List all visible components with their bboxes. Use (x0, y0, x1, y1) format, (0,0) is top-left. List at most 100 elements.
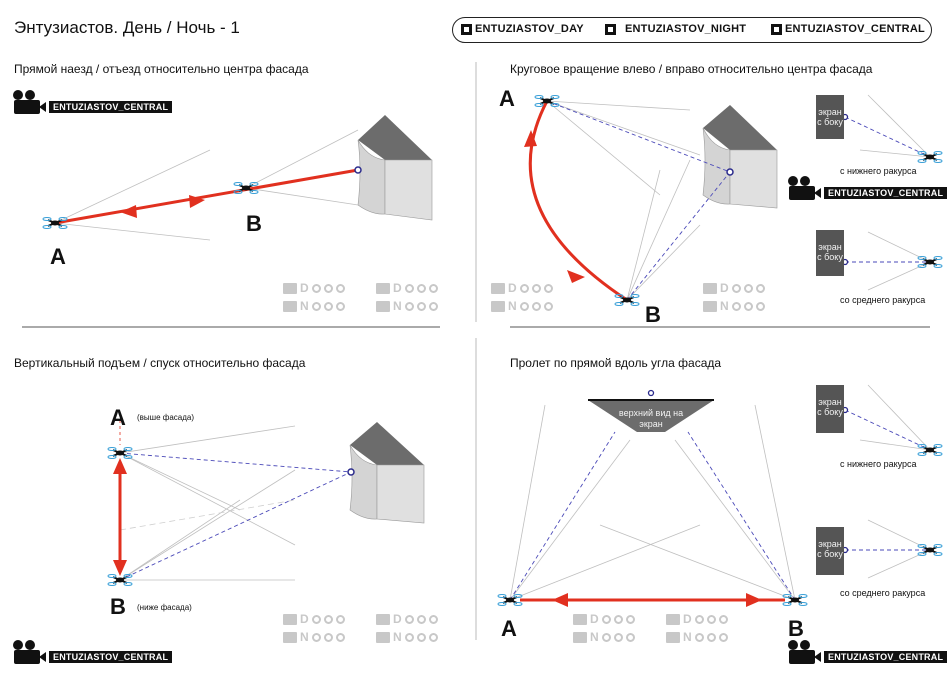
photo-camera-icon (376, 613, 390, 625)
legend-item-night[interactable]: ENTUZIASTOV_NIGHT (605, 23, 746, 35)
side-screen: экран с боку (816, 95, 844, 139)
circle-icon[interactable] (718, 632, 728, 642)
legend-item-day[interactable]: ENTUZIASTOV_DAY (461, 23, 584, 35)
page-title: Энтузиастов. День / Ночь - 1 (14, 18, 240, 37)
status-group: D N (666, 612, 728, 644)
circle-icon[interactable] (311, 614, 321, 624)
circle-icon[interactable] (718, 614, 728, 624)
legend-bar: ENTUZIASTOV_DAY ENTUZIASTOV_NIGHT ENTUZI… (452, 17, 932, 43)
camera-badge[interactable]: ENTUZIASTOV_CENTRAL (788, 640, 948, 664)
status-group: D N (703, 281, 765, 313)
circle-icon[interactable] (543, 301, 553, 311)
legend-label: ENTUZIASTOV_DAY (475, 23, 584, 35)
drone-icon (782, 593, 808, 607)
circle-icon[interactable] (625, 614, 635, 624)
status-row-day[interactable]: D (283, 281, 345, 295)
legend-item-central[interactable]: ENTUZIASTOV_CENTRAL (771, 23, 925, 35)
circle-icon[interactable] (404, 283, 414, 293)
circle-icon[interactable] (743, 283, 753, 293)
status-row-night[interactable]: N (491, 299, 553, 313)
circle-icon[interactable] (706, 632, 716, 642)
arrowhead-down-2 (567, 270, 585, 283)
arrowhead-left-4 (552, 593, 568, 607)
photo-camera-icon (376, 282, 390, 294)
circle-icon[interactable] (731, 283, 741, 293)
circle-icon[interactable] (416, 614, 426, 624)
circle-icon[interactable] (625, 632, 635, 642)
status-row-day[interactable]: D (703, 281, 765, 295)
circle-icon[interactable] (416, 301, 426, 311)
status-row-day[interactable]: D (666, 612, 728, 626)
photo-camera-icon (376, 631, 390, 643)
camera-label: ENTUZIASTOV_CENTRAL (824, 187, 948, 199)
circle-icon[interactable] (613, 614, 623, 624)
circle-icon[interactable] (543, 283, 553, 293)
move-path-1 (54, 168, 359, 225)
circle-icon[interactable] (416, 283, 426, 293)
circle-icon[interactable] (311, 283, 321, 293)
circle-icon[interactable] (311, 301, 321, 311)
circle-icon[interactable] (519, 283, 529, 293)
point-a-label: A (50, 244, 66, 269)
legend-label: ENTUZIASTOV_NIGHT (625, 23, 747, 35)
circle-icon[interactable] (428, 283, 438, 293)
circle-icon[interactable] (335, 632, 345, 642)
point-b-label: B (788, 616, 804, 641)
circle-icon[interactable] (311, 632, 321, 642)
note-above-facade: (выше фасада) (137, 413, 195, 422)
circle-icon[interactable] (428, 301, 438, 311)
arrowhead-left-1 (120, 205, 137, 218)
circle-icon[interactable] (743, 301, 753, 311)
status-row-night[interactable]: N (376, 299, 438, 313)
circle-icon[interactable] (706, 614, 716, 624)
circle-icon[interactable] (613, 632, 623, 642)
circle-icon[interactable] (428, 614, 438, 624)
circle-icon[interactable] (404, 301, 414, 311)
point-a-label: A (501, 616, 517, 641)
circle-icon[interactable] (531, 283, 541, 293)
arrowhead-right-4 (746, 593, 762, 607)
circle-icon[interactable] (335, 283, 345, 293)
caption-mid-angle: со среднего ракурса (840, 295, 926, 305)
circle-icon[interactable] (323, 632, 333, 642)
circle-icon[interactable] (428, 632, 438, 642)
camera-label: ENTUZIASTOV_CENTRAL (49, 651, 173, 663)
camera-badge[interactable]: ENTUZIASTOV_CENTRAL (788, 176, 948, 200)
photo-camera-icon (703, 282, 717, 294)
facade-center-point-2 (726, 168, 734, 176)
status-row-day[interactable]: D (283, 612, 345, 626)
circle-icon[interactable] (531, 301, 541, 311)
caption-low-angle: с нижнего ракурса (840, 459, 917, 469)
circle-icon[interactable] (755, 301, 765, 311)
circle-icon[interactable] (404, 614, 414, 624)
status-row-day[interactable]: D (376, 612, 438, 626)
circle-icon[interactable] (519, 301, 529, 311)
status-night-label: N (720, 299, 729, 313)
circle-icon[interactable] (335, 301, 345, 311)
status-row-day[interactable]: D (376, 281, 438, 295)
circle-icon[interactable] (335, 614, 345, 624)
status-row-night[interactable]: N (376, 630, 438, 644)
status-row-night[interactable]: N (666, 630, 728, 644)
circle-icon[interactable] (323, 301, 333, 311)
status-row-night[interactable]: N (283, 630, 345, 644)
view-lines-1 (54, 129, 359, 241)
camera-badge[interactable]: ENTUZIASTOV_CENTRAL (13, 640, 173, 664)
status-row-night[interactable]: N (283, 299, 345, 313)
point-b-label: B (246, 211, 262, 236)
status-row-day[interactable]: D (573, 612, 635, 626)
circle-icon[interactable] (694, 614, 704, 624)
status-row-day[interactable]: D (491, 281, 553, 295)
circle-icon[interactable] (323, 283, 333, 293)
circle-icon[interactable] (601, 614, 611, 624)
circle-icon[interactable] (323, 614, 333, 624)
camera-badge[interactable]: ENTUZIASTOV_CENTRAL (13, 90, 173, 114)
circle-icon[interactable] (731, 301, 741, 311)
circle-icon[interactable] (694, 632, 704, 642)
circle-icon[interactable] (416, 632, 426, 642)
circle-icon[interactable] (601, 632, 611, 642)
status-row-night[interactable]: N (573, 630, 635, 644)
circle-icon[interactable] (755, 283, 765, 293)
circle-icon[interactable] (404, 632, 414, 642)
status-row-night[interactable]: N (703, 299, 765, 313)
